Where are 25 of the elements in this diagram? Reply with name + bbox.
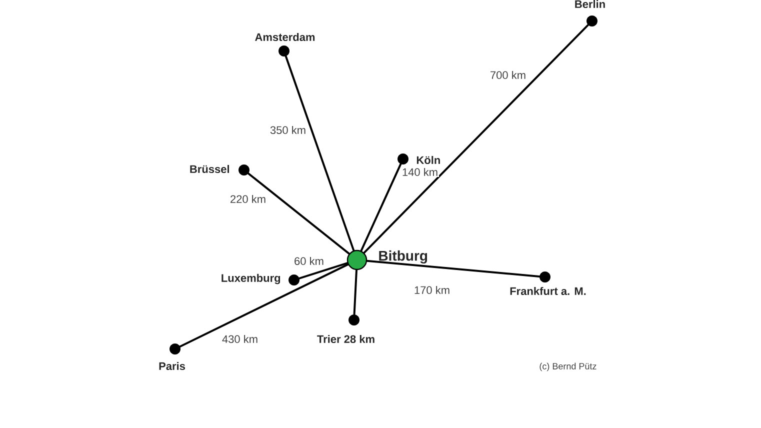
city-label: Frankfurt a. M. bbox=[510, 286, 586, 296]
distance-label: 700 km bbox=[488, 70, 528, 80]
city-label: Amsterdam bbox=[255, 32, 315, 42]
connection-line bbox=[179, 263, 349, 348]
connection-line bbox=[298, 262, 348, 280]
connection-line bbox=[284, 55, 355, 252]
city-label: Luxemburg bbox=[222, 274, 280, 284]
connection-line bbox=[363, 24, 589, 254]
city-label: Berlin bbox=[575, 0, 605, 8]
city-label: Brüssel bbox=[190, 164, 230, 174]
city-label: Köln bbox=[416, 156, 440, 164]
city-label: Bitburg bbox=[379, 250, 428, 264]
distance-label: 170 km bbox=[412, 284, 452, 296]
distance-label: 140 km bbox=[400, 166, 440, 178]
connection-line bbox=[366, 260, 540, 278]
city-label: Trier 28 km bbox=[317, 334, 374, 344]
distance-label: 350 km bbox=[268, 124, 308, 136]
distance-label: 220 km bbox=[228, 194, 268, 204]
distance-label: 430 km bbox=[220, 334, 260, 344]
copyright-note: (c) Bernd Pütz bbox=[540, 362, 596, 372]
connection-line bbox=[247, 172, 350, 255]
connection-line bbox=[360, 163, 402, 252]
city-label: Paris bbox=[159, 362, 185, 370]
connection-line bbox=[353, 269, 358, 316]
distance-label: 60 km bbox=[293, 256, 325, 266]
